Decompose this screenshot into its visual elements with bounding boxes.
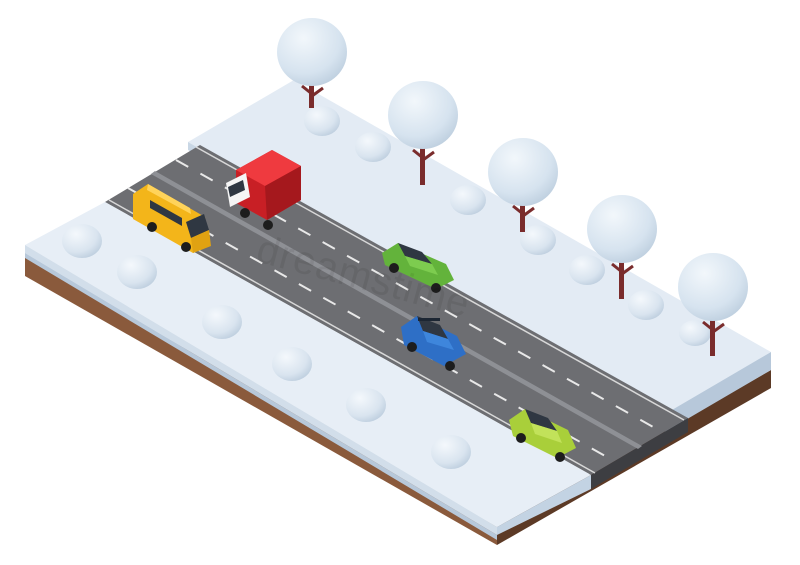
tree xyxy=(388,81,458,185)
road-side-edge xyxy=(591,418,688,489)
tree xyxy=(488,138,558,232)
tree xyxy=(277,18,347,108)
minibus xyxy=(133,184,211,253)
vehicles xyxy=(133,150,576,462)
road-divider xyxy=(151,171,642,449)
lime-car xyxy=(509,409,576,462)
blue-suv xyxy=(401,316,466,371)
soil-front-left xyxy=(25,257,497,545)
trees xyxy=(277,18,748,356)
tree xyxy=(587,195,657,299)
delivery-truck xyxy=(226,150,301,230)
tree xyxy=(678,253,748,356)
near-snow-mounds xyxy=(62,224,471,469)
green-car xyxy=(382,243,454,293)
far-snow-mounds xyxy=(304,106,711,346)
